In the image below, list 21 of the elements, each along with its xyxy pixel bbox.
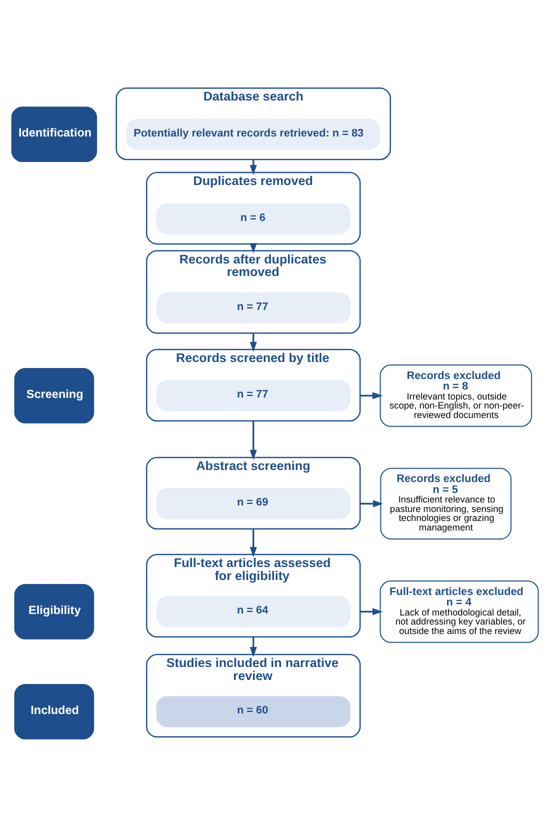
arrow	[250, 636, 257, 658]
arrow	[360, 392, 383, 400]
node-box: n = 60	[156, 696, 350, 728]
node-box: n = 77	[156, 380, 350, 412]
node-box: Eligibility	[14, 584, 94, 640]
node-box: Included	[14, 684, 94, 740]
arrow	[360, 608, 383, 616]
arrow	[360, 500, 384, 508]
node-box: Full-text articles excluded n = 4 Lack of methodological detail, not addressing key variables, or outside the aims of the review	[380, 580, 539, 643]
arrow	[250, 333, 257, 352]
arrow	[250, 528, 257, 558]
node-box: n = 64	[156, 596, 350, 628]
node-box: n = 6	[156, 203, 350, 234]
node-box: Records excluded n = 8 Irrelevant topics, outside scope, non-English, or non-peer-reviewed documents	[380, 364, 532, 427]
node-box: Screening	[14, 368, 94, 424]
node-box: n = 69	[156, 488, 350, 520]
node-box: Potentially relevant records retrieved: n = 83	[126, 118, 380, 150]
arrow	[250, 420, 257, 460]
node-box: n = 77	[156, 292, 350, 324]
node-box: Records excluded n = 5 Insufficient relevance to pasture monitoring, sensing technologies or grazing management	[380, 468, 512, 540]
node-box: Identification	[11, 106, 98, 162]
